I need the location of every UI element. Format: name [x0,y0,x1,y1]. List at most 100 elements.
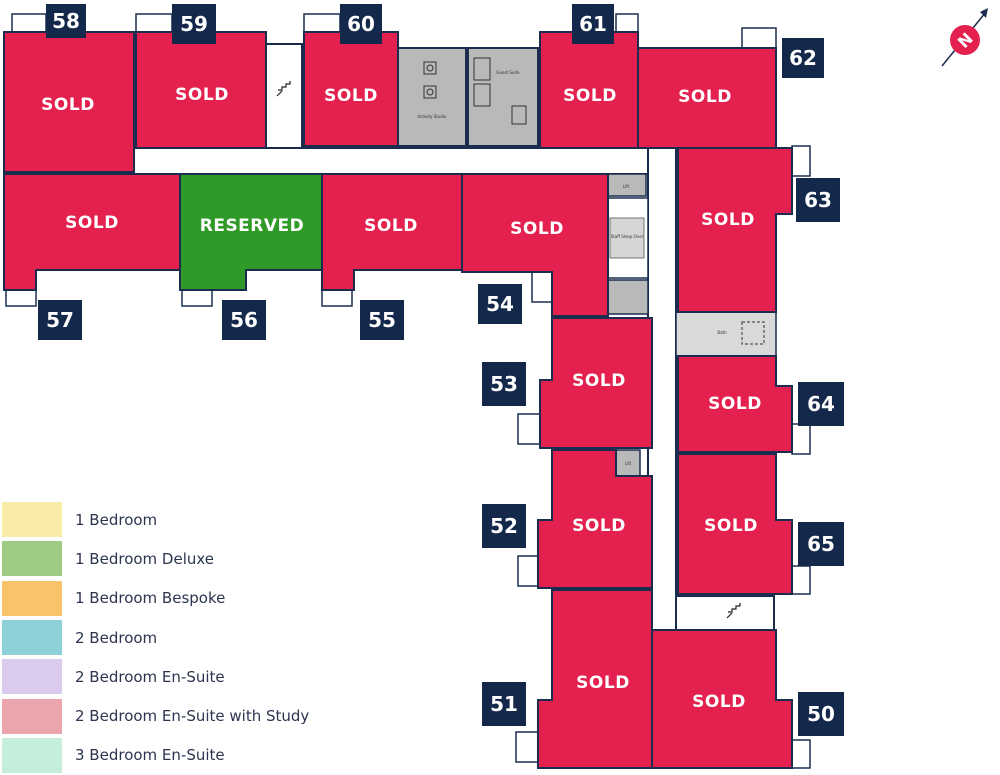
unit-balcony [515,731,539,763]
activity-furniture [423,61,437,99]
legend-label: 3 Bedroom En-Suite [75,746,225,765]
unit-number-badge [46,4,86,38]
legend-label: 1 Bedroom Bespoke [75,589,226,608]
unit-number-label: 54 [486,292,514,316]
unit-number-label: 52 [490,514,518,538]
unit-50[interactable]: SOLD 50 [651,629,844,769]
unit-status-label: SOLD [576,673,630,693]
legend-swatch [2,698,62,734]
unit-number-label: 62 [789,46,817,70]
legend-item: 1 Bedroom [2,500,342,539]
unit-status-label: SOLD [324,86,378,106]
unit-number-badge [572,4,614,44]
corridor-horizontal [133,147,683,175]
unit-number-badge [222,300,266,340]
unit-type-legend: 1 Bedroom 1 Bedroom Deluxe 1 Bedroom Bes… [2,500,342,775]
legend-label: 2 Bedroom En-Suite with Study [75,707,310,726]
unit-number-badge [798,382,844,426]
unit-number-badge [172,4,216,44]
unit-number-label: 57 [46,308,74,332]
unit-footprint [651,629,793,769]
unit-balcony [791,423,811,455]
unit-status-label: SOLD [572,516,626,536]
unit-status-label: RESERVED [200,216,305,236]
unit-number-badge [38,300,82,340]
legend-item: 2 Bedroom En-Suite [2,657,342,696]
unit-51[interactable]: SOLD 51 [482,589,653,769]
legend-swatch [2,580,62,616]
unit-status-label: SOLD [175,85,229,105]
unit-status-label: SOLD [692,692,746,712]
unit-number-label: 58 [52,9,80,33]
legend-item: 3 Bedroom En-Suite [2,736,342,775]
legend-swatch [2,502,62,538]
legend-label: 1 Bedroom Deluxe [75,549,215,568]
unit-52[interactable]: SOLD 52 [482,449,653,589]
bath-hoist [741,321,765,345]
legend-swatch [2,737,62,773]
unit-61[interactable]: SOLD 61 [539,4,639,149]
stairwell-north [265,43,303,149]
unit-status-label: SOLD [572,371,626,391]
unit-number-badge [482,362,526,406]
unit-number-label: 53 [490,372,518,396]
unit-number-badge [798,692,844,736]
unit-number-badge [360,300,404,340]
legend-swatch [2,659,62,695]
unit-footprint [677,147,793,313]
compass-arrowhead [980,8,988,18]
legend-item: 2 Bedroom En-Suite with Study [2,696,342,735]
legend-label: 1 Bedroom [75,510,158,529]
unit-balcony [517,555,539,587]
unit-number-label: 55 [368,308,396,332]
unit-footprint [537,589,653,769]
service-room [605,279,649,315]
unit-number-badge [478,284,522,324]
unit-status-label: SOLD [563,86,617,106]
unit-balcony [791,145,811,177]
unit-status-label: SOLD [678,87,732,107]
legend-label: 2 Bedroom En-Suite [75,667,225,686]
unit-balcony [531,271,553,303]
lift-north-label: Lift [623,184,630,189]
unit-number-label: 64 [807,392,835,416]
unit-footprint [539,317,653,449]
activity-studio [397,47,467,147]
legend-item: 1 Bedroom Deluxe [2,539,342,578]
unit-53[interactable]: SOLD 53 [482,317,653,449]
unit-number-badge [482,682,526,726]
unit-62[interactable]: SOLD 62 [637,27,824,149]
unit-balcony [791,565,811,595]
guest-suite-label: Guest Suite [496,70,520,75]
unit-number-label: 61 [579,12,607,36]
lift-south-label: Lift [625,461,632,466]
unit-footprint [677,355,793,453]
unit-footprint [537,449,653,589]
unit-number-label: 51 [490,692,518,716]
unit-balcony [517,413,541,445]
unit-number-label: 59 [180,12,208,36]
unit-number-label: 50 [807,702,835,726]
unit-number-badge [340,4,382,44]
unit-footprint [677,453,793,595]
unit-59[interactable]: SOLD 59 [135,4,267,149]
unit-balcony [181,289,213,307]
unit-60[interactable]: SOLD 60 [303,4,399,147]
unit-number-label: 60 [347,12,375,36]
unit-balcony [321,289,353,307]
unit-number-badge [796,178,840,222]
apartment-units: SOLD58SOLD59SOLD60SOLD61SOLD62SOLD57RESE… [3,4,844,769]
staff-room-fill [609,217,645,259]
legend-item: 1 Bedroom Bespoke [2,579,342,618]
unit-footprint [3,31,135,173]
assisted-bathroom [675,311,777,357]
